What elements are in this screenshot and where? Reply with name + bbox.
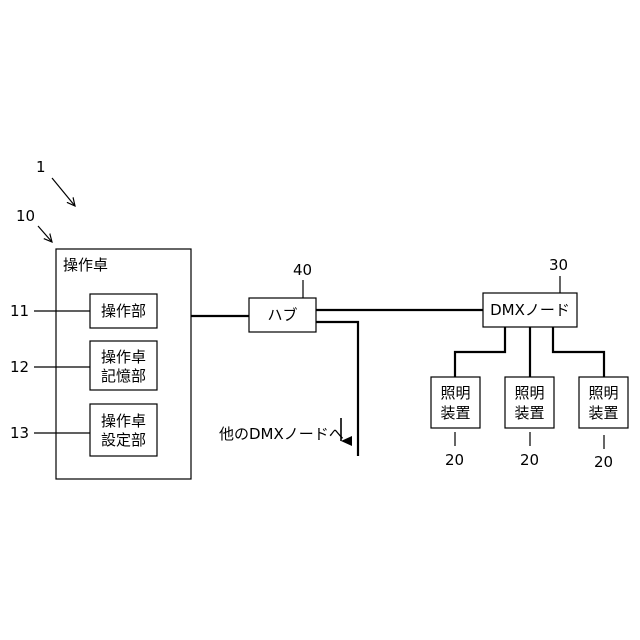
console-memory-label-2: 記憶部 [101,367,146,385]
console-title: 操作卓 [63,256,108,274]
dmx-lighting-link-c [553,327,604,377]
dmx-node-label: DMXノード [490,301,570,319]
lighting-device-b-label-1: 照明 [514,384,544,402]
operation-unit-label: 操作部 [101,302,146,320]
ref-console-setting: 13 [10,424,29,442]
dmx-lighting-link-a [455,327,505,377]
console-setting-label-2: 設定部 [101,431,146,449]
console-setting-label-1: 操作卓 [101,412,146,430]
lighting-device-a-label-2: 装置 [440,404,470,422]
hub-label: ハブ [267,306,297,324]
ref-lighting-c: 20 [594,453,613,471]
ref-lighting-b: 20 [520,451,539,469]
ref-hub: 40 [293,261,312,279]
console-memory-label-1: 操作卓 [101,348,146,366]
ref-system: 1 [36,158,46,176]
ref-console-leader [38,226,52,242]
ref-dmx-node: 30 [549,256,568,274]
other-nodes-label: 他のDMXノードへ [219,425,344,443]
lighting-device-c-label-2: 装置 [588,404,618,422]
ref-operation-unit: 11 [10,302,29,320]
ref-system-leader [52,178,75,206]
ref-console-memory: 12 [10,358,29,376]
ref-console: 10 [16,207,35,225]
lighting-device-a-label-1: 照明 [440,384,470,402]
ref-lighting-a: 20 [445,451,464,469]
lighting-device-c-label-1: 照明 [588,384,618,402]
lighting-device-b-label-2: 装置 [514,404,544,422]
